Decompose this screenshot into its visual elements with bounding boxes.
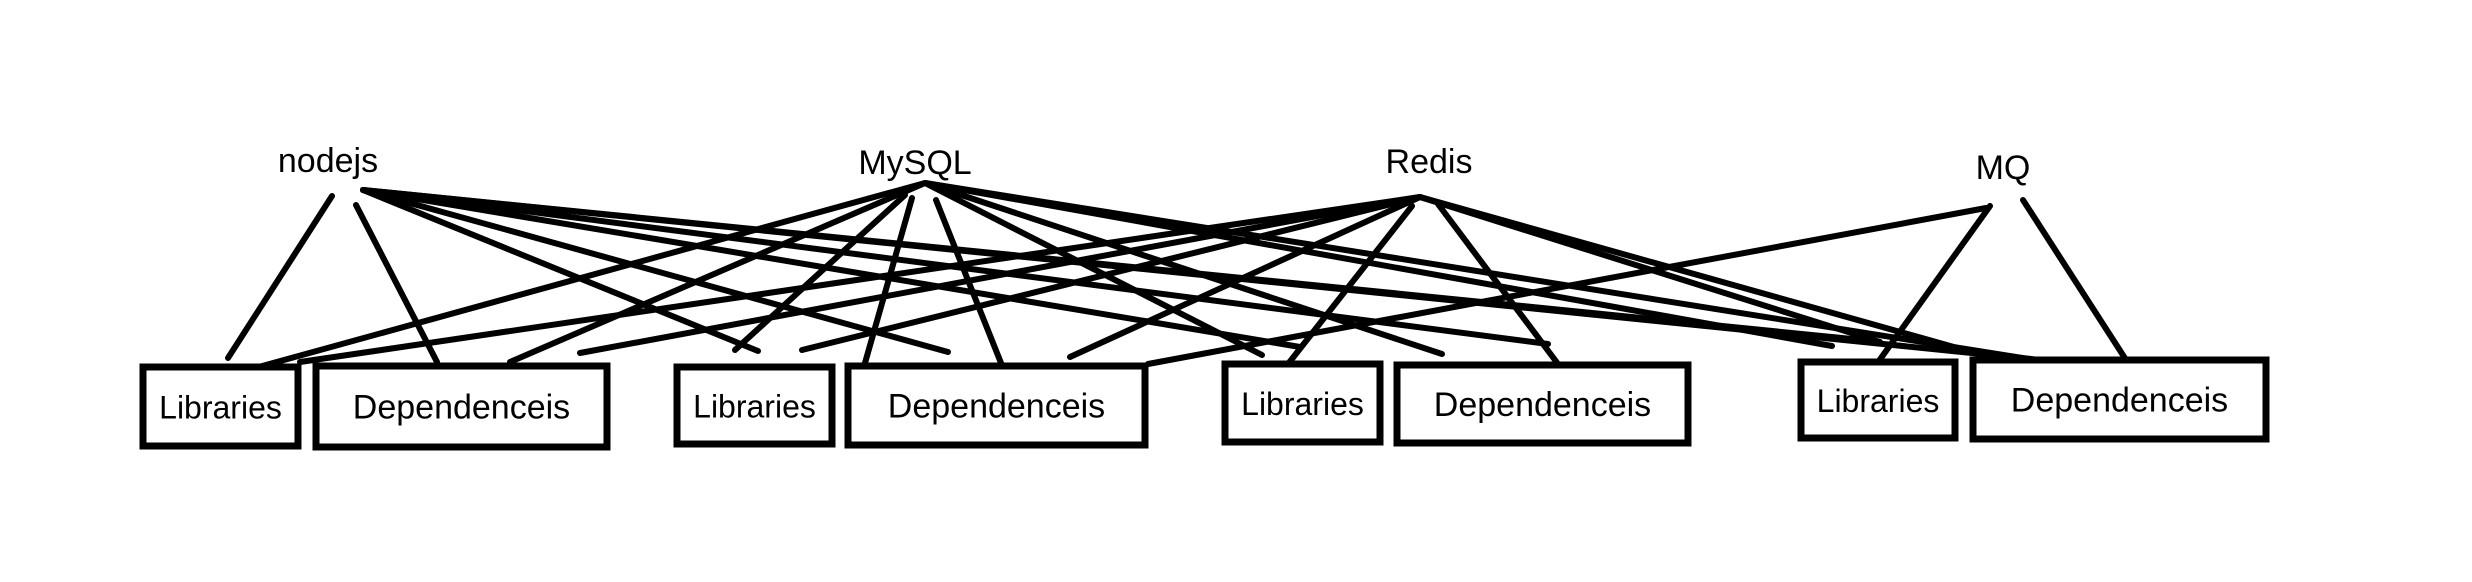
edge-mq-libraries-4 bbox=[1873, 203, 1993, 368]
edge-redis-dependenceis-4 bbox=[1417, 194, 2003, 363]
box-libraries-4 bbox=[1797, 358, 1959, 442]
node-label-redis: Redis bbox=[1386, 143, 1473, 181]
box-label-dependenceis-3: Dependenceis bbox=[1434, 386, 1651, 424]
box-dependenceis-1 bbox=[312, 362, 611, 451]
edge-mysql-dependenceis-2 bbox=[933, 197, 1006, 371]
edge-nodejs-libraries-1 bbox=[225, 193, 335, 361]
node-label-nodejs: nodejs bbox=[278, 142, 378, 180]
node-labels-layer: nodejs MySQL Redis MQ bbox=[278, 142, 2030, 187]
edge-redis-dependenceis-2 bbox=[1067, 194, 1423, 360]
edge-nodejs-libraries-2 bbox=[360, 187, 761, 354]
edge-redis-libraries-3 bbox=[1285, 203, 1415, 367]
edge-nodejs-dependenceis-2 bbox=[360, 187, 951, 355]
box-label-dependenceis-4: Dependenceis bbox=[2011, 382, 2228, 420]
box-dependenceis-3 bbox=[1393, 361, 1692, 447]
edges-layer bbox=[225, 180, 2133, 373]
boxes-layer: Libraries Dependenceis Libraries Dependence… bbox=[139, 356, 2270, 451]
edge-mysql-dependenceis-4 bbox=[922, 180, 2101, 373]
edge-mysql-dependenceis-1 bbox=[507, 180, 928, 365]
box-dependenceis-4 bbox=[1969, 356, 2270, 443]
box-label-libraries-3: Libraries bbox=[1241, 386, 1364, 422]
box-label-libraries-1: Libraries bbox=[159, 390, 282, 426]
edge-redis-libraries-2 bbox=[799, 194, 1423, 353]
box-label-dependenceis-1: Dependenceis bbox=[353, 389, 570, 427]
box-label-libraries-4: Libraries bbox=[1817, 383, 1940, 419]
node-label-mq: MQ bbox=[1976, 149, 2031, 187]
box-dependenceis-2 bbox=[844, 362, 1149, 449]
edge-redis-dependenceis-3 bbox=[1435, 201, 1561, 367]
box-label-dependenceis-2: Dependenceis bbox=[888, 388, 1105, 426]
box-label-libraries-2: Libraries bbox=[693, 389, 816, 425]
edge-mysql-libraries-3 bbox=[922, 180, 1265, 358]
box-libraries-3 bbox=[1221, 360, 1384, 446]
edge-mysql-libraries-1 bbox=[252, 180, 928, 371]
box-libraries-1 bbox=[139, 363, 302, 450]
edge-mysql-libraries-2 bbox=[732, 192, 908, 353]
edge-nodejs-dependenceis-1 bbox=[353, 202, 440, 365]
node-label-mysql: MySQL bbox=[858, 144, 971, 182]
edge-mysql-libraries-4 bbox=[922, 180, 1835, 349]
edge-redis-libraries-1 bbox=[297, 194, 1423, 365]
edge-mq-dependenceis-4 bbox=[2020, 197, 2133, 369]
edge-redis-dependenceis-1 bbox=[577, 194, 1423, 356]
box-libraries-2 bbox=[673, 363, 836, 448]
edge-mq-dependenceis-2 bbox=[1145, 205, 1989, 367]
